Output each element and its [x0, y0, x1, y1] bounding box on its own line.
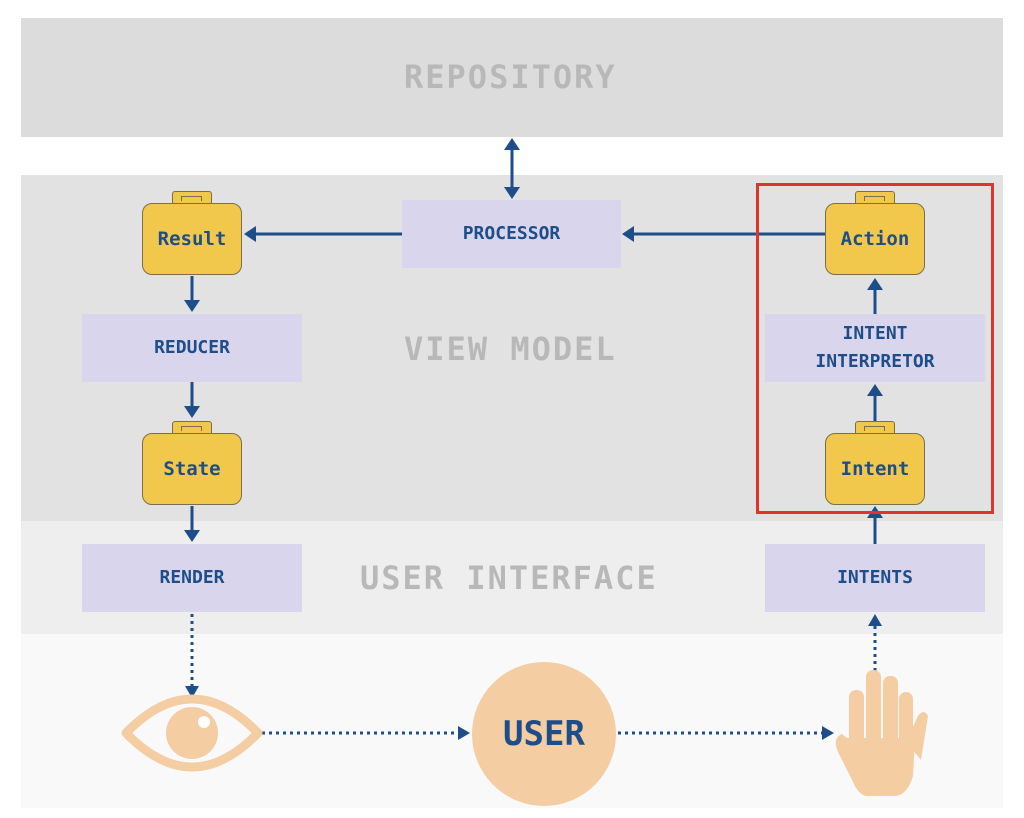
user-circle: USER — [472, 662, 616, 806]
result-case: Result — [142, 191, 242, 275]
intent-label: Intent — [825, 433, 925, 505]
state-case: State — [142, 421, 242, 505]
result-label: Result — [142, 203, 242, 275]
state-label: State — [142, 433, 242, 505]
briefcase-icon — [855, 191, 895, 205]
repository-label: REPOSITORY — [404, 58, 617, 96]
intent-case: Intent — [825, 421, 925, 505]
intents-box: INTENTS — [765, 544, 985, 612]
action-label: Action — [825, 203, 925, 275]
briefcase-icon — [855, 421, 895, 435]
repository-layer — [21, 18, 1003, 137]
view-model-label: VIEW MODEL — [404, 330, 617, 368]
user-interface-label: USER INTERFACE — [360, 559, 658, 597]
briefcase-icon — [172, 191, 212, 205]
intent-interpretor-box: INTENT INTERPRETOR — [765, 314, 985, 382]
highlight-box — [756, 183, 994, 514]
reducer-box: REDUCER — [82, 314, 302, 382]
briefcase-icon — [172, 421, 212, 435]
hand-icon — [835, 670, 928, 796]
processor-box: PROCESSOR — [402, 200, 621, 268]
action-case: Action — [825, 191, 925, 275]
eye-icon — [121, 694, 263, 772]
render-box: RENDER — [82, 544, 302, 612]
